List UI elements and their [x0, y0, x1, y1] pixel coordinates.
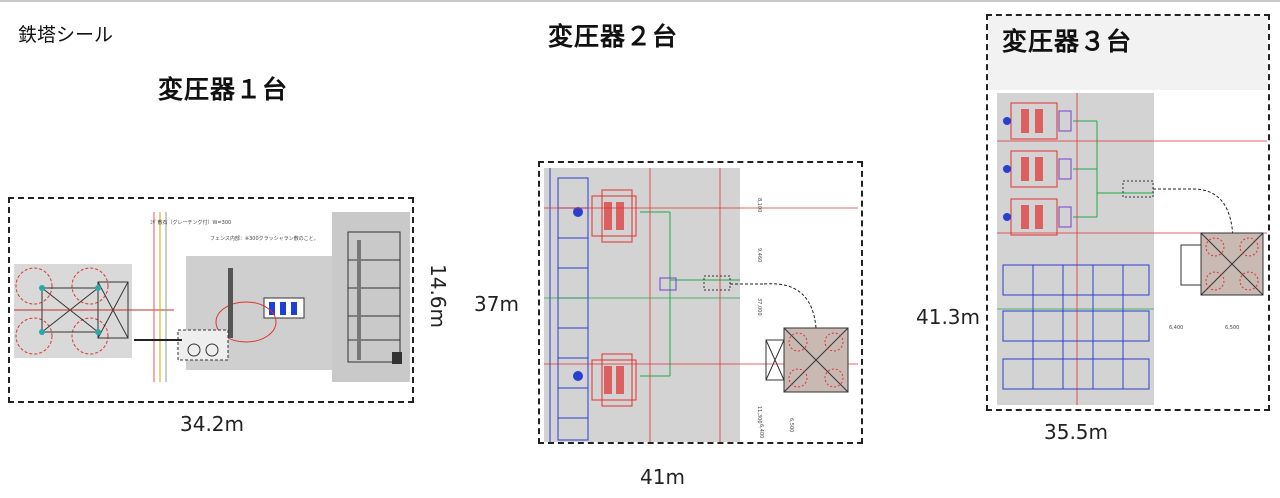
panel-2-title: 変圧器２台 [548, 22, 679, 51]
svg-text:9,460: 9,460 [756, 248, 762, 262]
header-label: 鉄塔シール [18, 24, 114, 46]
panel-2-depth-label: 37m [474, 292, 519, 316]
svg-text:ｺｻﾞ敷石（グレーチング付）W=300: ｺｻﾞ敷石（グレーチング付）W=300 [150, 219, 231, 226]
panel-2-plan: 8,100 9,460 37,000 11,300 6,400 6,500 [544, 168, 858, 442]
svg-text:フェンス内部：※300クラッシャラン敷のこと。: フェンス内部：※300クラッシャラン敷のこと。 [210, 235, 319, 242]
svg-text:8,100: 8,100 [756, 198, 762, 212]
svg-text:11,300: 11,300 [756, 406, 762, 424]
svg-text:6,400: 6,400 [758, 424, 764, 438]
top-rule [0, 0, 1280, 2]
panel-2-frame [538, 161, 863, 444]
panel-3-depth-label: 41.3m [916, 305, 981, 329]
panel-3-frame [986, 14, 1270, 411]
panel-3-title: 変圧器３台 [1002, 27, 1133, 56]
panel-1-plan: ｺｻﾞ敷石（グレーチング付）W=300 フェンス内部：※300クラッシャラン敷の… [14, 212, 410, 382]
svg-text:6,500: 6,500 [1225, 325, 1239, 331]
panel-1-depth-label: 14.6m [426, 263, 451, 329]
panel-1-title: 変圧器１台 [158, 75, 289, 104]
panel-3-title-band [988, 16, 1268, 90]
panel-1-frame [8, 197, 414, 403]
svg-text:37,000: 37,000 [756, 298, 762, 316]
panel-3-width-label: 35.5m [1044, 420, 1109, 444]
svg-text:6,400: 6,400 [1169, 325, 1183, 331]
panel-3-plan: 6,400 6,500 [997, 93, 1267, 405]
panel-1-width-label: 34.2m [180, 412, 245, 436]
panel-2-width-label: 41m [640, 465, 685, 489]
svg-text:6,500: 6,500 [788, 418, 794, 432]
